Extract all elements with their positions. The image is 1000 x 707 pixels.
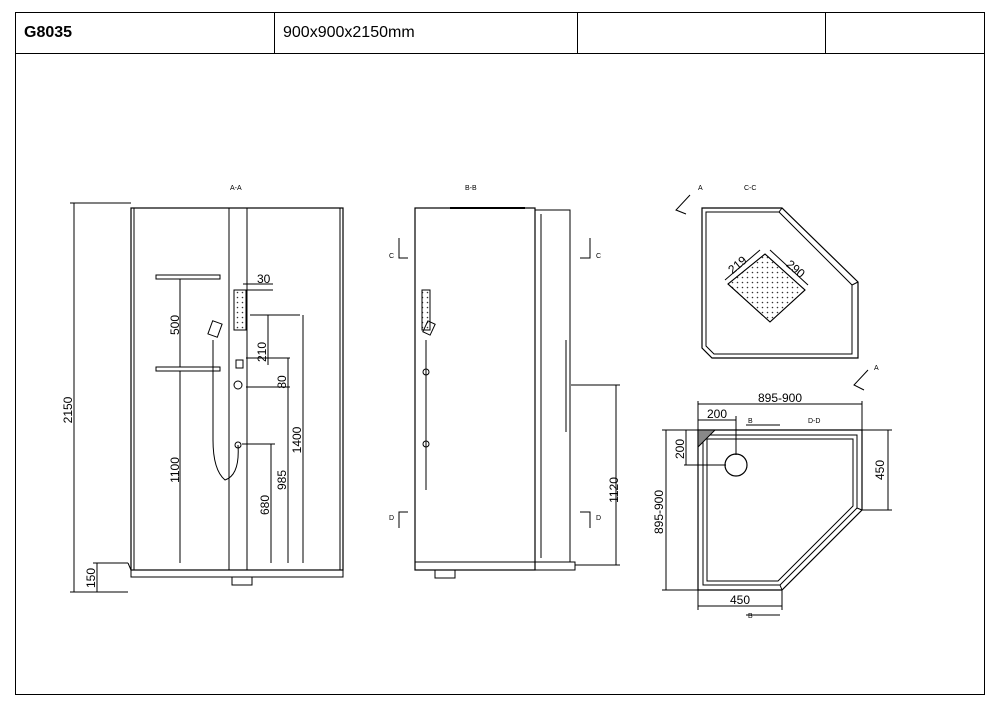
title-block: G8035 900x900x2150mm (16, 13, 984, 54)
drawing-frame: G8035 900x900x2150mm (15, 12, 985, 695)
dim-500: 500 (168, 315, 182, 335)
section-a-bottom: A (874, 365, 879, 372)
dim-1100: 1100 (168, 457, 182, 483)
section-b-top: B (748, 418, 753, 425)
dim-200-top: 200 (707, 407, 727, 421)
dim-1120: 1120 (607, 477, 621, 503)
section-c-left: C (389, 253, 394, 260)
top-view: C-C (675, 185, 869, 391)
plan-view: D-D (662, 401, 892, 616)
section-b-bottom: B (748, 613, 753, 620)
dim-150: 150 (84, 568, 98, 588)
dim-1400: 1400 (290, 426, 304, 453)
dim-200-left: 200 (673, 439, 687, 459)
dim-680: 680 (258, 495, 272, 515)
front-view-label: A-A (230, 185, 242, 192)
dim-895-900-left: 895-900 (652, 490, 666, 534)
blank-cell-3 (578, 13, 826, 53)
section-d-left: D (389, 515, 394, 522)
dim-985: 985 (275, 470, 289, 490)
section-a-top: A (698, 185, 703, 192)
top-view-label: C-C (744, 185, 756, 192)
dim-80: 80 (275, 375, 289, 389)
plan-view-dimensions: B B 895-900 200 200 895-900 450 450 (652, 391, 887, 620)
side-view-label: B-B (465, 185, 477, 192)
section-d-right: D (596, 515, 601, 522)
dim-2150: 2150 (61, 396, 75, 423)
dim-210: 210 (255, 342, 269, 362)
side-view: B-B (398, 185, 620, 579)
front-view: A-A (70, 185, 344, 593)
plan-view-label: D-D (808, 418, 820, 425)
side-view-dimensions: C C D D 1120 (389, 253, 621, 522)
dim-450-bottom: 450 (730, 593, 750, 607)
dim-895-900-top: 895-900 (758, 391, 802, 405)
section-c-right: C (596, 253, 601, 260)
front-view-dimensions: 2150 150 500 1100 30 210 80 1400 985 680 (61, 272, 304, 588)
dim-450-right: 450 (873, 460, 887, 480)
size-cell: 900x900x2150mm (275, 13, 578, 53)
model-cell: G8035 (16, 13, 275, 53)
dim-30: 30 (257, 272, 271, 286)
